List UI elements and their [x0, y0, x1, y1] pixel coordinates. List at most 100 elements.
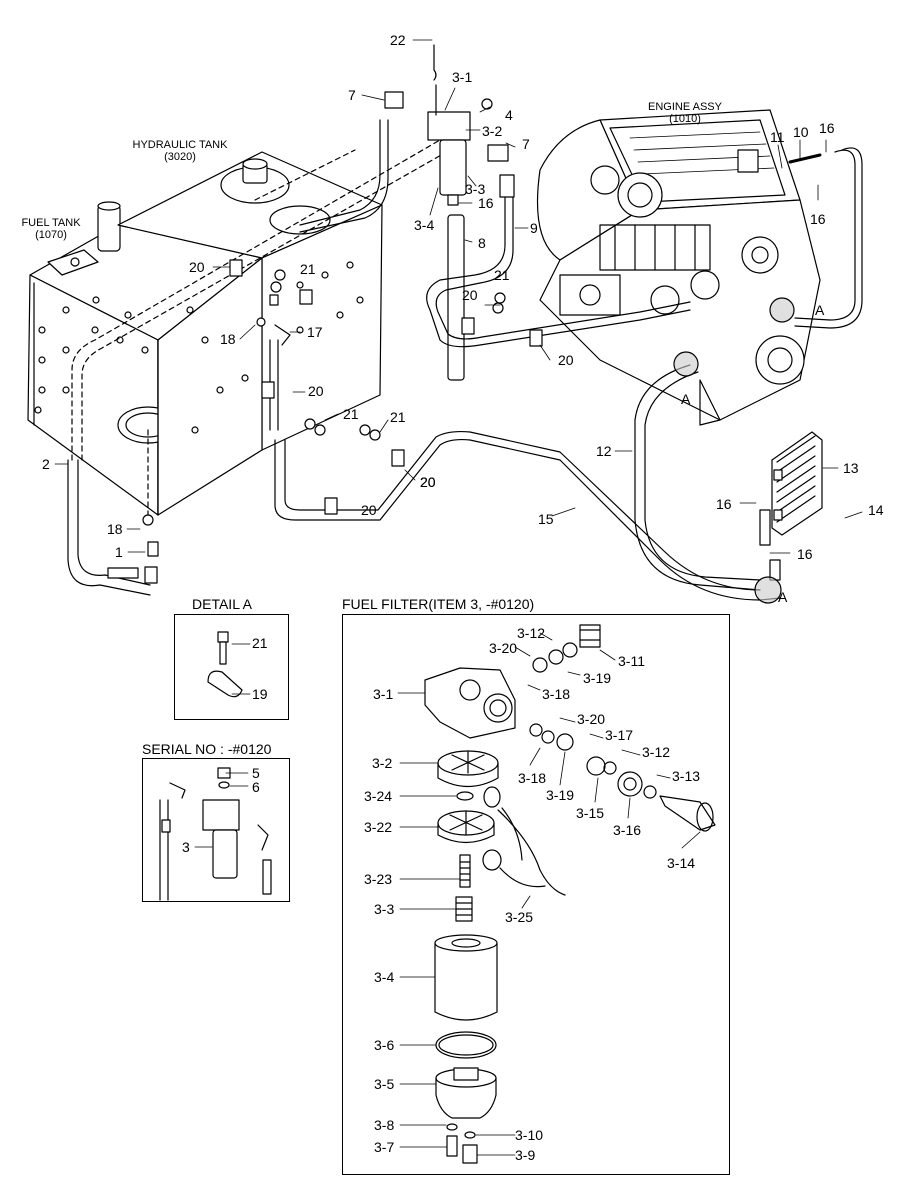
- tank-bolts: [34, 296, 149, 414]
- part-label: 3-18: [518, 770, 547, 786]
- part-label: 6: [252, 779, 260, 795]
- part-label: 20: [420, 474, 436, 490]
- serial-box: [142, 758, 290, 902]
- hydraulic-tank-ref: (3020): [164, 151, 196, 163]
- part-label: 20: [361, 502, 377, 518]
- part-label: 3-19: [546, 787, 575, 803]
- part-label: 3-16: [613, 822, 642, 838]
- part-label: 3-14: [667, 855, 696, 871]
- part-label: 3-25: [505, 909, 534, 925]
- part-label: 22: [390, 32, 406, 48]
- detail-a-box: [174, 614, 289, 720]
- fuel-tank-name: FUEL TANK: [21, 217, 81, 229]
- part-label: 21: [494, 267, 510, 283]
- part-label: 3-3: [374, 901, 395, 917]
- part-label: 3-4: [374, 969, 395, 985]
- clamps: [107, 259, 543, 584]
- filter-leader-lines: [397, 632, 701, 1156]
- part-label: 21: [252, 635, 268, 651]
- part-label: 3-20: [489, 640, 518, 656]
- part-label: 13: [843, 460, 859, 476]
- part-label: 2: [42, 456, 50, 472]
- part-label: 3-6: [374, 1037, 395, 1053]
- hydraulic-tank-drawing: [117, 151, 383, 516]
- fuel-tank-caption: FUEL TANK (1070): [16, 217, 86, 241]
- part-label: 3-2: [372, 755, 393, 771]
- part-label: 3-1: [373, 686, 394, 702]
- part-label: 16: [478, 195, 494, 211]
- engine-name: ENGINE ASSY: [648, 101, 722, 113]
- fuel-tank-ref: (1070): [35, 229, 67, 241]
- part-label: 10: [793, 124, 809, 140]
- part-label: 16: [819, 120, 835, 136]
- part-label: A: [778, 589, 788, 605]
- part-label: 3-11: [618, 653, 645, 669]
- leader-lines: [54, 39, 863, 554]
- part-label: 18: [107, 521, 123, 537]
- part-label: 3-20: [577, 711, 606, 727]
- part-label: 3-15: [576, 805, 605, 821]
- fuel-cooler: [759, 431, 823, 581]
- detail-a-title: DETAIL A: [192, 596, 252, 612]
- part-label: 3: [182, 839, 190, 855]
- detail-a-markers: [673, 297, 795, 604]
- part-label: 12: [596, 443, 612, 459]
- part-label: 21: [343, 406, 359, 422]
- part-label: 16: [810, 211, 826, 227]
- part-label: 11: [770, 129, 785, 145]
- part-label: A: [815, 302, 825, 318]
- part-label: 4: [505, 107, 513, 123]
- engine-caption: ENGINE ASSY (1010): [640, 101, 730, 125]
- part-label: 20: [420, 474, 436, 490]
- detail-a-drawing: [207, 631, 251, 698]
- part-label: 3-12: [517, 625, 546, 641]
- part-label: 3-7: [374, 1139, 395, 1155]
- part-label: 3-2: [482, 123, 503, 139]
- serial-drawing: [159, 767, 272, 901]
- part-label: 3-4: [414, 217, 435, 233]
- fuel-filter-title: FUEL FILTER(ITEM 3, -#0120): [342, 596, 535, 612]
- part-label: 3-24: [364, 788, 393, 804]
- hydraulic-tank-name: HYDRAULIC TANK: [132, 139, 228, 151]
- part-label: 5: [252, 765, 260, 781]
- part-label: 3-5: [374, 1076, 395, 1092]
- hyd-tank-bolts: [186, 261, 364, 434]
- fuel-filter-box: [342, 614, 730, 1175]
- part-label: 20: [308, 383, 324, 399]
- part-label: 3-18: [542, 686, 571, 702]
- engine-ref: (1010): [669, 113, 701, 125]
- part-label: 3-23: [364, 871, 393, 887]
- part-label: 3-10: [515, 1127, 544, 1143]
- part-label: 8: [478, 235, 486, 251]
- part-label: 14: [868, 502, 884, 518]
- part-label: 19: [252, 686, 268, 702]
- part-label: 3-12: [642, 744, 671, 760]
- part-label: 20: [462, 287, 478, 303]
- part-label: 3-17: [605, 727, 634, 743]
- part-label: 3-8: [374, 1117, 395, 1133]
- fuel-filter-exploded: [424, 624, 716, 1164]
- part-label: 15: [538, 511, 554, 527]
- part-label: 18: [220, 331, 236, 347]
- part-label: 20: [189, 259, 205, 275]
- part-label: 17: [307, 324, 323, 340]
- serial-title: SERIAL NO : -#0120: [142, 741, 272, 757]
- hydraulic-tank-caption: HYDRAULIC TANK (3020): [130, 139, 230, 163]
- fuel-lines: [67, 119, 863, 601]
- part-label: 3-13: [672, 768, 701, 784]
- part-label: 3-19: [583, 670, 612, 686]
- part-label: 16: [797, 546, 813, 562]
- part-label: 3-22: [364, 819, 393, 835]
- part-label: 9: [530, 220, 538, 236]
- part-label: 3-3: [465, 181, 486, 197]
- part-label: 7: [522, 136, 530, 152]
- part-label: 3-1: [452, 69, 473, 85]
- part-label: A: [681, 391, 691, 407]
- part-label: 7: [348, 87, 356, 103]
- fuel-filter-assembly: [384, 44, 515, 206]
- part-label: 20: [558, 352, 574, 368]
- part-label: 16: [716, 496, 732, 512]
- part-label: 3-9: [515, 1147, 536, 1163]
- part-label: 21: [300, 261, 316, 277]
